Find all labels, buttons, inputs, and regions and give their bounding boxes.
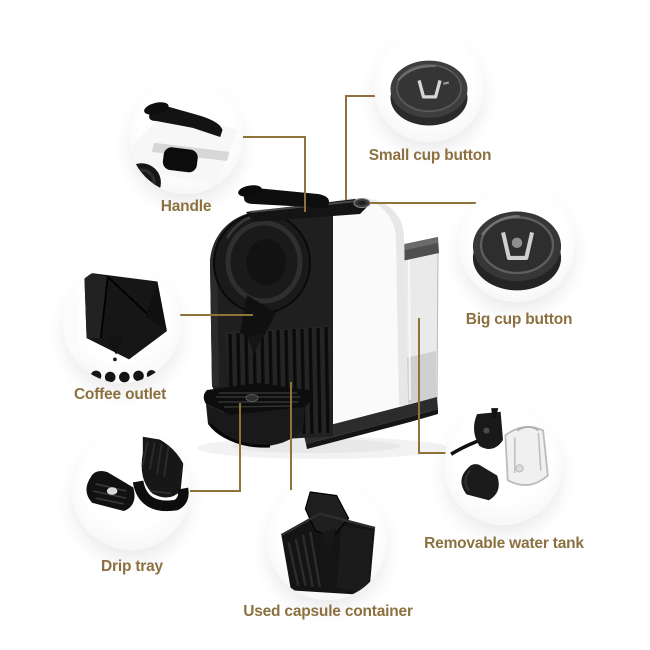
leader-lines <box>180 95 476 492</box>
handle-leader-line <box>243 136 306 212</box>
handle-part <box>238 185 330 208</box>
drip-tray-photo-icon <box>86 436 189 512</box>
big-cup-button-photo-icon <box>472 211 562 291</box>
removable-water-tank-label: Removable water tank <box>424 535 584 552</box>
brew-head <box>213 212 311 314</box>
removable-water-tank-photo-icon <box>450 408 549 501</box>
coffee-outlet-callout <box>63 265 181 383</box>
handle-photo-icon <box>129 102 239 194</box>
handle-callout <box>129 80 243 194</box>
handle-label: Handle <box>160 198 212 215</box>
small-cup-leader-line <box>345 95 375 200</box>
coffee-outlet-photo-icon <box>67 272 167 383</box>
drip-tray-part <box>203 383 313 448</box>
top-button <box>353 198 371 208</box>
removable-water-tank-callout <box>444 407 562 525</box>
used-capsule-container-photo-icon <box>280 491 376 596</box>
drip-tray-label: Drip tray <box>101 558 163 575</box>
used-capsule-container-callout <box>267 480 387 600</box>
machine-base <box>303 397 438 449</box>
coffee-outlet-part <box>240 295 276 361</box>
small-cup-button-photo-icon <box>390 60 468 126</box>
drip-tray-callout <box>72 432 190 550</box>
small-cup-button-label: Small cup button <box>368 147 492 164</box>
small-cup-button-callout <box>374 32 484 142</box>
big-cup-button-label: Big cup button <box>465 311 573 328</box>
drip-tray-leader-line <box>190 403 241 492</box>
used-capsule-container-label: Used capsule container <box>243 603 413 620</box>
water-tank-leader-line <box>418 318 446 454</box>
big-cup-button-callout <box>459 186 575 302</box>
coffee-outlet-label: Coffee outlet <box>73 386 167 403</box>
